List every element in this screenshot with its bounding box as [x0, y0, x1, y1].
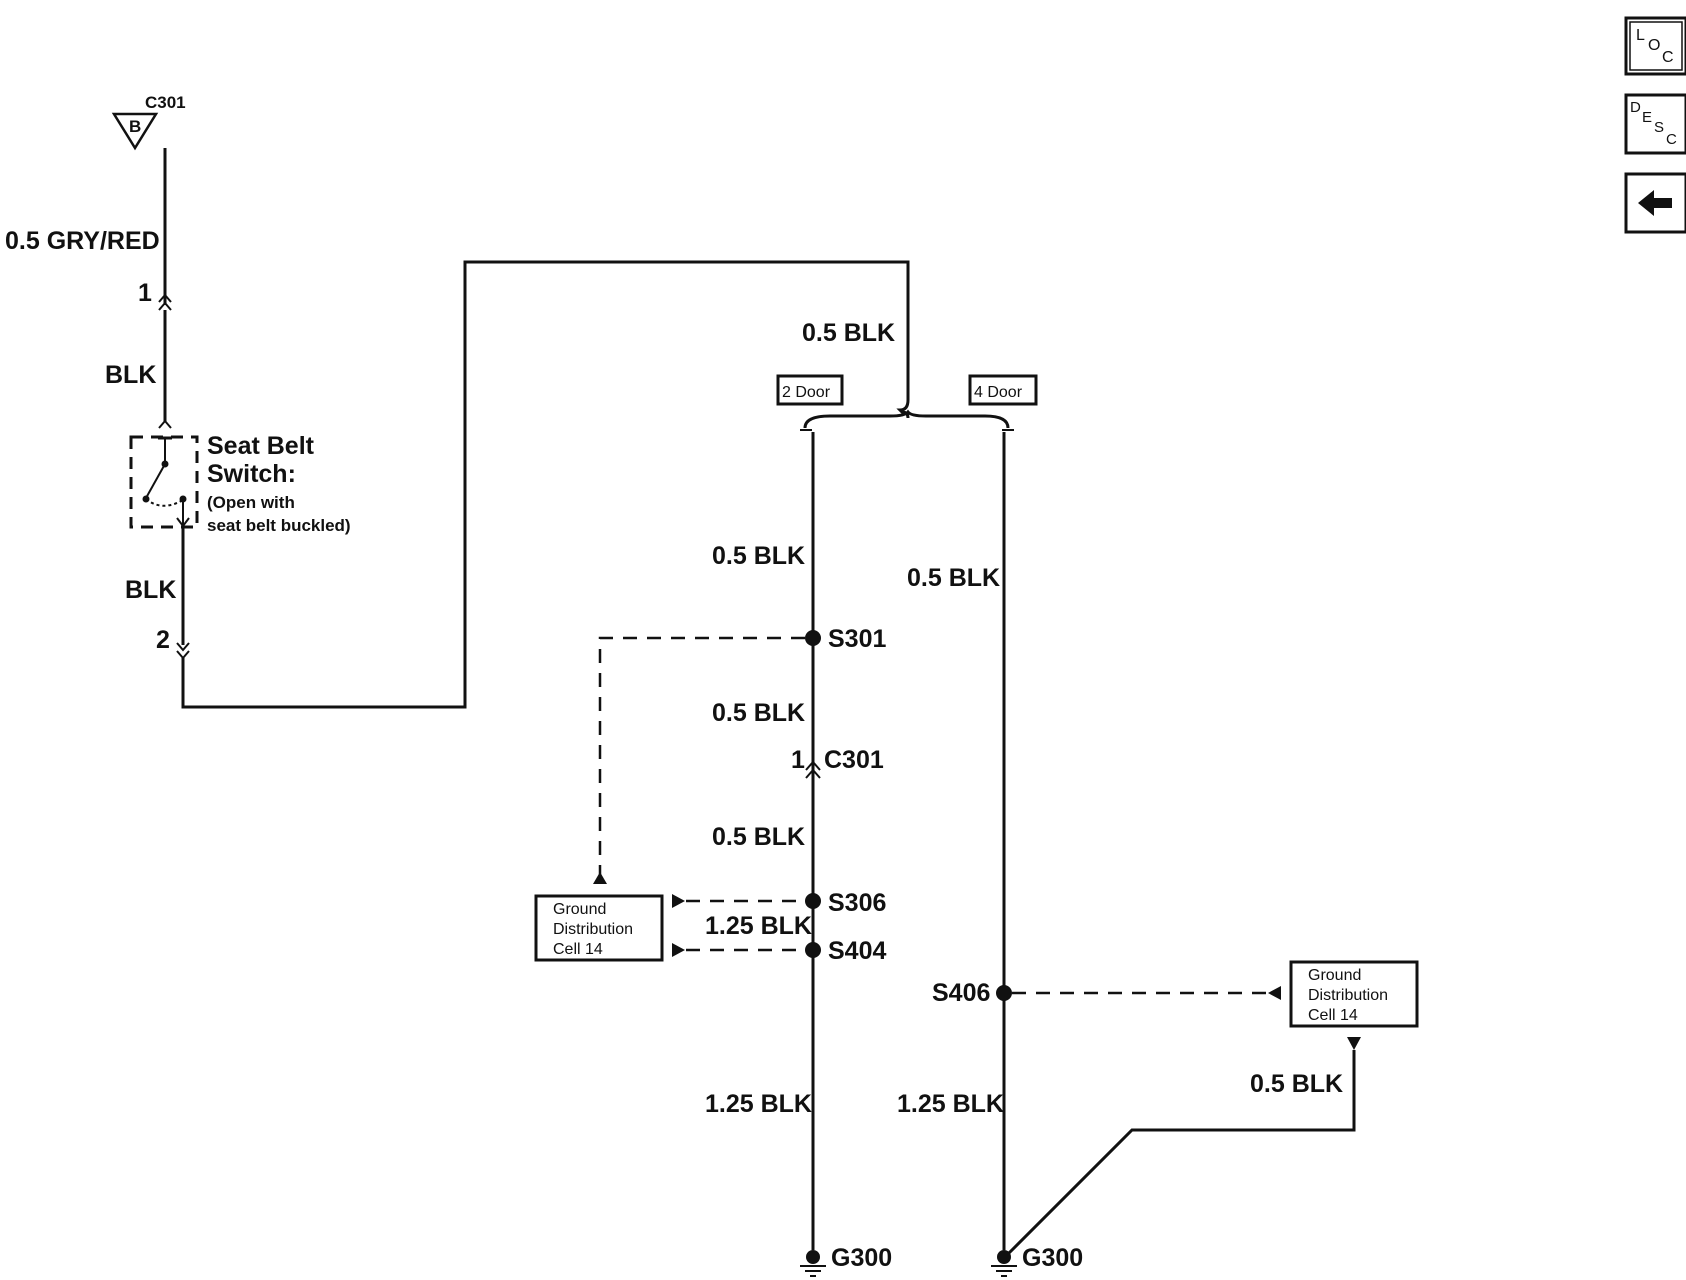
back-button[interactable]: [1624, 172, 1686, 234]
ground-distribution-right-line1: Ground: [1308, 967, 1361, 984]
s301-reference-arrow: [593, 872, 607, 884]
s301-ground-reference: [598, 636, 805, 876]
split-hop: [896, 399, 910, 419]
c301-connector-bottom: [805, 768, 821, 779]
seat-belt-switch-note-2: seat belt buckled): [207, 516, 351, 535]
left-125-blk-label: 1.25 BLK: [705, 1090, 812, 1118]
top-blk-label: 0.5 BLK: [802, 319, 895, 347]
ground-g300-left-node: [806, 1250, 820, 1264]
option-split-bracket: [803, 409, 1010, 429]
splice-s301-label: S301: [828, 625, 886, 653]
desc-button-e: E: [1642, 109, 1652, 126]
right-blk-1-label: 0.5 BLK: [907, 564, 1000, 592]
switch-connector-bottom: [176, 517, 190, 528]
splice-s406-label: S406: [932, 979, 990, 1007]
back-arrow-icon: [1638, 190, 1672, 216]
wire-blk-upper-label: BLK: [105, 361, 156, 389]
s306-reference-arrow: [672, 894, 685, 908]
splice-s306: [805, 893, 821, 909]
splice-s406: [996, 985, 1012, 1001]
inline-connector-1-top: [158, 293, 172, 303]
desc-button-s: S: [1654, 119, 1664, 136]
c301-pin-label: 1: [791, 746, 805, 774]
wire-gry-red-label: 0.5 GRY/RED: [5, 227, 160, 255]
loc-button-o: O: [1648, 37, 1660, 54]
splice-s404-label: S404: [828, 937, 886, 965]
desc-button-c: C: [1666, 131, 1677, 148]
ground-g300-right-label: G300: [1022, 1244, 1083, 1272]
s404-reference-arrow: [672, 943, 685, 957]
left-blk-3-label: 0.5 BLK: [712, 823, 805, 851]
loc-button[interactable]: L O C: [1624, 16, 1686, 76]
right-125-blk-label: 1.25 BLK: [897, 1090, 1004, 1118]
option-2door-box: [776, 374, 844, 406]
ground-g300-right-node: [997, 1250, 1011, 1264]
c301-label: C301: [824, 746, 884, 774]
ground-distribution-left-line2: Distribution: [553, 921, 633, 938]
ground-distribution-left-line3: Cell 14: [553, 941, 603, 958]
option-4door-box: [968, 374, 1038, 406]
seat-belt-switch-note-1: (Open with: [207, 493, 295, 512]
desc-button-d: D: [1630, 99, 1641, 116]
inline-connector-1-bottom: [158, 301, 172, 311]
pin-1-label: 1: [138, 279, 152, 307]
left-blk-1-label: 0.5 BLK: [712, 542, 805, 570]
ground-g300-left-label: G300: [831, 1244, 892, 1272]
wire-blk-lower-label: BLK: [125, 576, 176, 604]
c301-connector-top: [805, 760, 821, 771]
splice-s404: [805, 942, 821, 958]
inline-connector-2-bottom: [176, 650, 190, 660]
far-blk-label: 0.5 BLK: [1250, 1070, 1343, 1098]
switch-travel-arc: [145, 498, 184, 507]
splice-s301: [805, 630, 821, 646]
ground-distribution-left-line1: Ground: [553, 901, 606, 918]
mid-125-blk-label: 1.25 BLK: [705, 912, 812, 940]
s406-reference-arrow: [1268, 986, 1281, 1000]
ground-distribution-right-line2: Distribution: [1308, 987, 1388, 1004]
desc-button[interactable]: D E S C: [1624, 93, 1686, 155]
option-4door-label: 4 Door: [974, 384, 1023, 401]
seat-belt-switch-title-2: Switch:: [207, 460, 296, 488]
switch-blade: [145, 463, 166, 499]
seat-belt-switch-box: [129, 435, 199, 529]
switch-connector-top: [158, 419, 172, 429]
wire-to-split: [181, 260, 910, 709]
top-connector-symbol: [111, 112, 159, 151]
loc-button-l: L: [1636, 27, 1645, 44]
splice-s306-label: S306: [828, 889, 886, 917]
top-connector-pin: B: [129, 117, 141, 136]
top-connector-label: C301: [145, 93, 186, 112]
loc-button-c: C: [1662, 49, 1674, 66]
seat-belt-switch-title-1: Seat Belt: [207, 432, 315, 460]
option-2door-label: 2 Door: [782, 384, 831, 401]
ground-distribution-right-box[interactable]: [1289, 960, 1419, 1028]
left-blk-2-label: 0.5 BLK: [712, 699, 805, 727]
inline-connector-2-top: [176, 642, 190, 652]
pin-2-label: 2: [156, 626, 170, 654]
wire-far-right: [1006, 1050, 1356, 1256]
far-wire-arrow: [1347, 1037, 1361, 1050]
ground-distribution-right-line3: Cell 14: [1308, 1007, 1358, 1024]
ground-distribution-left-box[interactable]: [534, 894, 664, 962]
